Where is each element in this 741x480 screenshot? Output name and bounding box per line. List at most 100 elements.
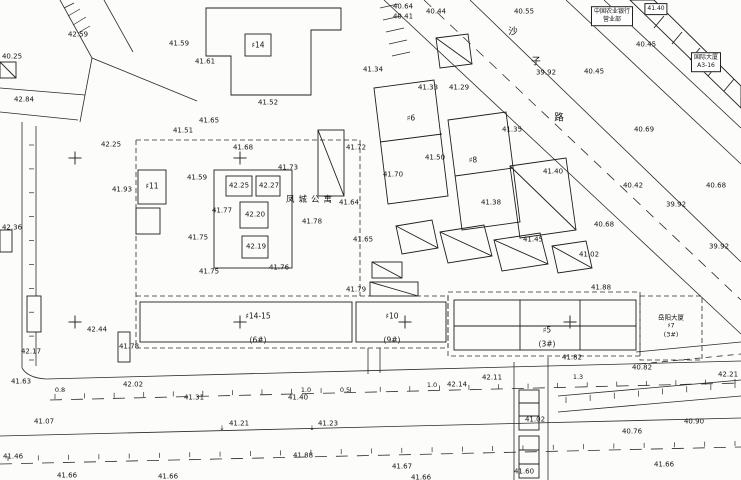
building-divider [379,133,443,143]
building-brace-line [509,165,577,231]
boxed-label: 41.40 [644,3,668,15]
grid-cross-marker [563,315,577,329]
road-name-char: 子 [531,56,541,68]
elevation-label: 41.33 [417,83,439,92]
elevation-label: 41.38 [480,198,502,207]
shed-brace [493,239,549,265]
elevation-label: 41.76 [268,263,290,272]
elevation-label: 41.64 [338,198,360,207]
elevation-label: 41.75 [187,233,209,242]
bottom-road-edge [45,360,741,380]
elevation-label: 41.34 [362,65,384,74]
median-strip-line [557,379,741,397]
elevation-label: 41.63 [10,377,32,386]
elevation-label: 40.69 [633,125,655,134]
elevation-label: 40.64 [392,2,414,11]
building-hatch [671,31,683,45]
boxed-label-line: ♯7 [667,321,675,330]
elevation-label: 40.55 [513,7,535,16]
elevation-label: 41.45 [522,235,544,244]
boxed-label-line: 国际大厦 [693,54,719,62]
elevation-label: 41.51 [172,126,194,135]
elevation-label: 42.19 [245,242,267,251]
elevation-label: 40.41 [392,12,414,21]
building-outline-11 [137,169,167,205]
building-outline-diagonal [629,0,741,109]
elevation-label: 40.76 [621,427,643,436]
building-outline-14 [205,7,342,96]
elevation-label: 41.66 [157,472,179,480]
elevation-label: 42.84 [13,95,35,104]
elevation-label: 41.72 [345,143,367,152]
building-number-label: ♯6 [406,113,416,123]
diagonal-sidewalk-line [565,0,741,165]
elevation-label: 41.61 [194,57,216,66]
building-divider [454,167,514,177]
elevation-label: 40.68 [705,181,727,190]
boxed-label-line: 岳阳大厦 [658,313,684,322]
building-number-label: (9#) [383,335,401,345]
elevation-label: 42.25 [100,140,122,149]
elevation-label: 40.25 [1,52,23,61]
elevation-label: 41.50 [424,153,446,162]
boxed-label-line: (3#) [663,330,679,339]
small-structure [117,331,131,363]
diagonal-road-edge [383,0,741,335]
building-outline-5 [453,299,637,351]
small-structure [0,229,13,253]
elevation-label: 40.90 [683,417,705,426]
elevation-label: 41.02 [524,415,546,424]
apartment-block [241,235,269,259]
platform-outline [518,389,540,431]
boxed-label: 岳阳大厦♯7(3#) [656,312,686,339]
elevation-label: 42.21 [717,370,739,379]
elevation-label: 40.42 [622,181,644,190]
elevation-label: 40.45 [635,40,657,49]
elevation-label: 41.68 [232,143,254,152]
elevation-label: 41.88 [590,283,612,292]
median-strip-line [557,395,741,413]
building-number-label: ♯10 [385,311,399,321]
elevation-label: 40.44 [425,7,447,16]
elevation-label: 41.66 [56,471,78,480]
elevation-label: 41.31 [183,393,205,402]
platform-hatch [519,402,539,465]
road-annotation: 0.8 [54,385,66,394]
boxed-label-line: 41.40 [647,5,665,13]
elevation-label: 41.78 [118,342,140,351]
apartment-cluster-outline [213,169,293,269]
street-edge [103,0,134,53]
building-braced [317,129,345,197]
shed-brace [371,261,403,279]
road-edge [635,341,741,353]
grid-cross-marker [233,315,247,329]
road-annotation: ↓ [219,423,225,432]
building-number-label: (3#) [538,339,556,349]
building-outline-10 [355,301,447,343]
road-name-char: 沙 [508,26,518,38]
elevation-label: 41.75 [198,267,220,276]
elevation-label: 42.44 [86,325,108,334]
elevation-label: 42.17 [20,347,42,356]
diagonal-road-edge [469,0,741,263]
grid-cross-marker [398,315,412,329]
elevation-label: 41.21 [228,419,250,428]
boxed-label-line: A3-16 [697,62,715,69]
road-annotation: 0.5 [339,385,351,394]
building-outline-8 [447,111,521,231]
hatch-marks-layer [63,2,411,57]
elevation-label: 41.60 [513,467,535,476]
elevation-label: 40.45 [583,67,605,76]
building-annex [244,33,272,57]
elevation-label: 41.70 [382,170,404,179]
elevation-label: 41.65 [352,235,374,244]
elevation-label: 40.68 [593,220,615,229]
elevation-label: 41.59 [186,173,208,182]
elevation-label: 41.40 [287,393,309,402]
road-name-char: 路 [554,112,564,124]
building-outline-6 [373,79,449,205]
elevation-label: 41.35 [501,125,523,134]
grid-cross-marker [68,315,82,329]
street-edge [0,87,86,96]
